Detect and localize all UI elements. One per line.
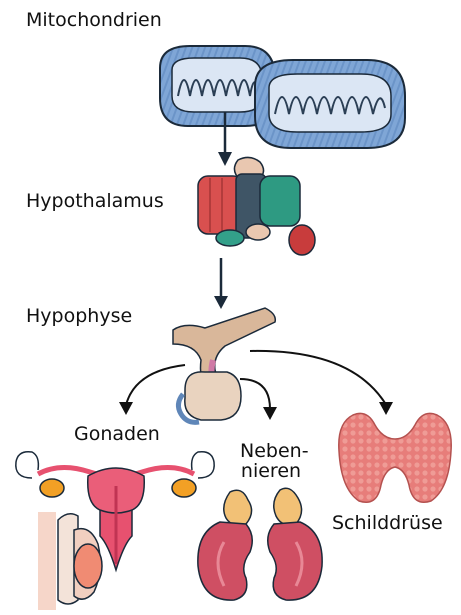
thyroid-icon: [333, 405, 458, 510]
hypothalamus-icon: [190, 152, 325, 262]
testis-icon: [38, 500, 113, 610]
label-adrenal-line2: nieren: [240, 462, 302, 481]
label-pituitary: Hypophyse: [26, 307, 132, 326]
mitochondrion-icon: [245, 50, 415, 155]
label-mitochondria: Mitochondrien: [26, 11, 162, 30]
kidney-adrenal-icon: [190, 482, 330, 612]
label-hypothalamus: Hypothalamus: [26, 192, 164, 211]
label-thyroid: Schilddrüse: [332, 514, 443, 533]
label-adrenal-line1: Neben-: [240, 442, 302, 461]
